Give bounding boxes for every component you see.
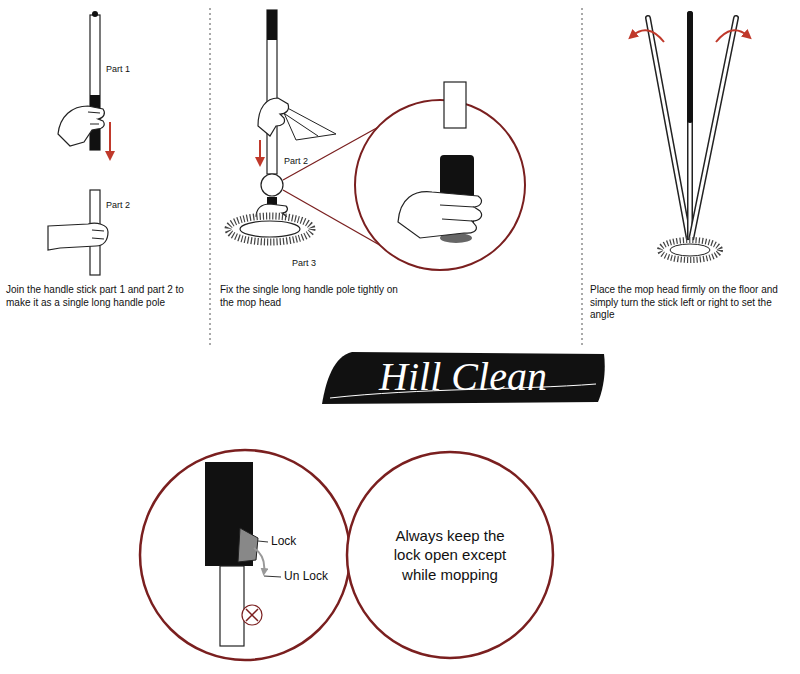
zoom-detail — [444, 82, 466, 128]
hand — [258, 98, 289, 136]
node-outline — [347, 452, 553, 658]
mop-head — [670, 244, 710, 256]
handle-pole — [648, 18, 690, 245]
zoom-circle — [355, 100, 525, 270]
hand — [258, 98, 289, 136]
handle-pole — [267, 10, 277, 40]
hand — [58, 106, 104, 146]
mop-head — [228, 216, 312, 242]
part-label: Part 3 — [292, 258, 352, 269]
handle-pole — [687, 14, 693, 120]
divider — [210, 8, 211, 345]
lock-detail — [220, 566, 244, 646]
lock-detail — [246, 609, 258, 621]
lock-detail — [254, 548, 264, 572]
handle-pole — [689, 14, 692, 245]
part-label: Lock — [271, 534, 331, 549]
part-label: Part 1 — [106, 64, 166, 75]
logo-text: Hill Clean — [330, 352, 596, 402]
hand — [88, 112, 100, 124]
cloth — [282, 112, 318, 136]
hand — [58, 106, 104, 146]
logo-ground — [322, 352, 605, 404]
mop-head — [660, 240, 720, 260]
part-label: Un Lock — [284, 569, 354, 584]
note-text: Always keep the lock open except while m… — [384, 526, 516, 585]
note-circle: Always keep the lock open except while m… — [345, 450, 555, 660]
arrow — [632, 30, 664, 42]
instruction-caption: Join the handle stick part 1 and part 2 … — [6, 284, 206, 309]
lock-detail — [205, 462, 264, 646]
hand — [48, 223, 108, 250]
arrow — [716, 30, 748, 42]
handle-pole — [648, 18, 690, 245]
zoom-detail — [398, 192, 482, 238]
hand — [92, 230, 104, 239]
handle-pole — [267, 10, 277, 174]
leader-line — [258, 541, 268, 542]
hand — [48, 223, 108, 250]
joint — [261, 174, 283, 196]
handle-pole — [690, 18, 736, 245]
mop-head — [240, 221, 300, 237]
mop-head — [660, 240, 720, 260]
divider — [582, 8, 583, 345]
detail-circle — [140, 450, 350, 660]
zoom-detail — [440, 205, 474, 221]
lock-detail — [238, 528, 258, 562]
instruction-caption: Fix the single long handle pole tightly … — [220, 284, 410, 309]
instruction-caption: Place the mop head firmly on the floor a… — [590, 284, 796, 322]
handle-pole — [267, 10, 277, 174]
arrow — [259, 140, 261, 162]
handle-pole — [687, 14, 693, 245]
leader-line — [264, 576, 281, 577]
zoom-detail — [398, 82, 482, 243]
arrow — [109, 122, 111, 156]
lock-detail — [242, 605, 262, 625]
part-label: Part 2 — [284, 156, 344, 167]
mop-head — [228, 216, 312, 242]
part-label: Part 2 — [106, 200, 166, 211]
handle-pole — [648, 14, 736, 245]
divider — [210, 8, 582, 345]
handle-part-one — [92, 11, 98, 17]
handle-pole — [690, 18, 736, 245]
